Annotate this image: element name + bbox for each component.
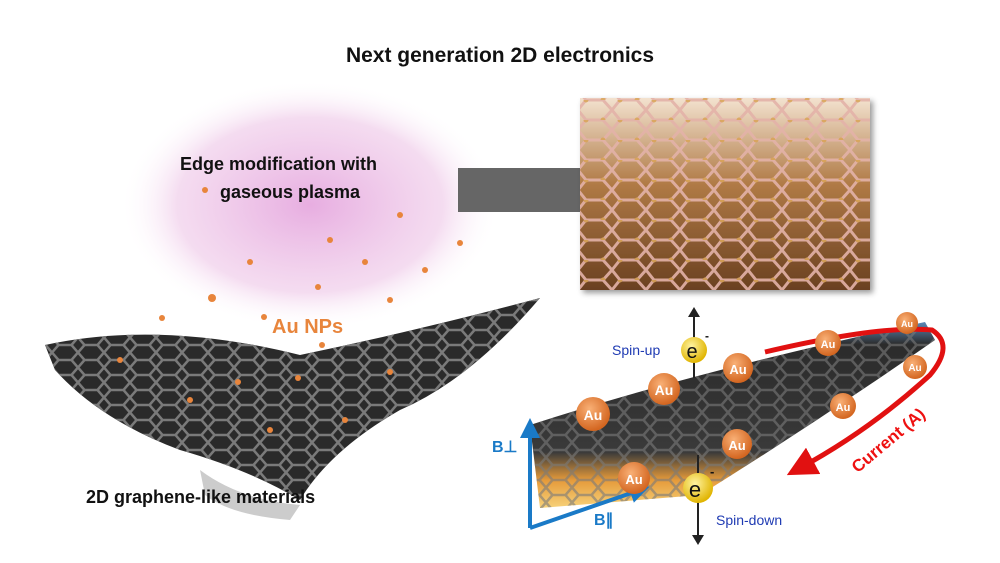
electron-charge: - xyxy=(710,464,714,479)
edge-modified-graphene-image xyxy=(580,98,870,290)
plasma-glow xyxy=(120,80,500,330)
process-label: Edge modification with gaseous plasma xyxy=(180,150,377,206)
au-label: Au xyxy=(625,472,642,487)
au-label: Au xyxy=(836,402,851,414)
material-label: 2D graphene-like materials xyxy=(86,487,316,507)
au-label: Au xyxy=(908,363,921,374)
spin-up-label: Spin-up xyxy=(612,342,661,358)
electron-symbol: e xyxy=(689,477,701,502)
electrons: e - e - xyxy=(681,329,714,503)
gold-nanoparticles xyxy=(117,187,463,433)
nanoparticle-label: Au NPs xyxy=(272,316,344,338)
graphene-sheet xyxy=(45,298,540,520)
process-label-line2: gaseous plasma xyxy=(220,182,361,202)
graphene-ribbon xyxy=(530,322,935,508)
b-parallel-axis xyxy=(529,483,650,530)
au-label: Au xyxy=(901,319,913,329)
au-label: Au xyxy=(584,407,603,423)
electron-charge: - xyxy=(705,329,709,343)
b-parallel-label: B∥ xyxy=(594,512,614,529)
b-perp-label: B⊥ xyxy=(492,439,518,456)
spin-down-label: Spin-down xyxy=(716,512,783,528)
electron-symbol: e xyxy=(686,341,697,363)
au-label: Au xyxy=(728,438,745,453)
figure-title: Next generation 2D electronics xyxy=(345,44,655,67)
process-label-line1: Edge modification with xyxy=(180,154,377,174)
au-label: Au xyxy=(655,382,674,398)
au-label: Au xyxy=(729,362,746,377)
au-label: Au xyxy=(821,339,836,351)
current-arrow xyxy=(764,326,946,476)
gold-atoms: Au Au Au Au Au Au Au Au Au xyxy=(576,312,927,494)
